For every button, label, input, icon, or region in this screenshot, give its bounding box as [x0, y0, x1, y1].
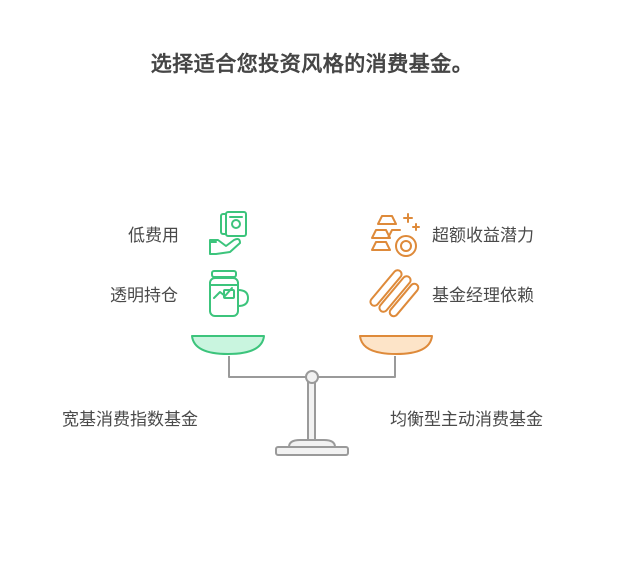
feature-label-low-fee: 低费用	[128, 226, 179, 246]
striped-bars-icon	[368, 266, 422, 324]
gold-coins-icon	[370, 210, 422, 264]
feature-label-manager-dependence: 基金经理依赖	[432, 286, 534, 306]
left-fund-name: 宽基消费指数基金	[62, 410, 198, 430]
scale-base-top	[288, 439, 336, 448]
scale-base	[275, 446, 349, 456]
money-jar-icon	[206, 210, 252, 262]
right-fund-name: 均衡型主动消费基金	[390, 410, 543, 430]
transparent-jar-icon	[204, 268, 252, 324]
feature-label-transparent-holdings: 透明持仓	[110, 286, 178, 306]
left-pan	[191, 335, 265, 355]
scale-pillar	[307, 381, 316, 441]
page-title: 选择适合您投资风格的消费基金。	[150, 52, 474, 76]
feature-label-excess-return: 超额收益潜力	[432, 226, 534, 246]
right-pan	[359, 335, 433, 355]
scale-pivot	[305, 370, 319, 384]
